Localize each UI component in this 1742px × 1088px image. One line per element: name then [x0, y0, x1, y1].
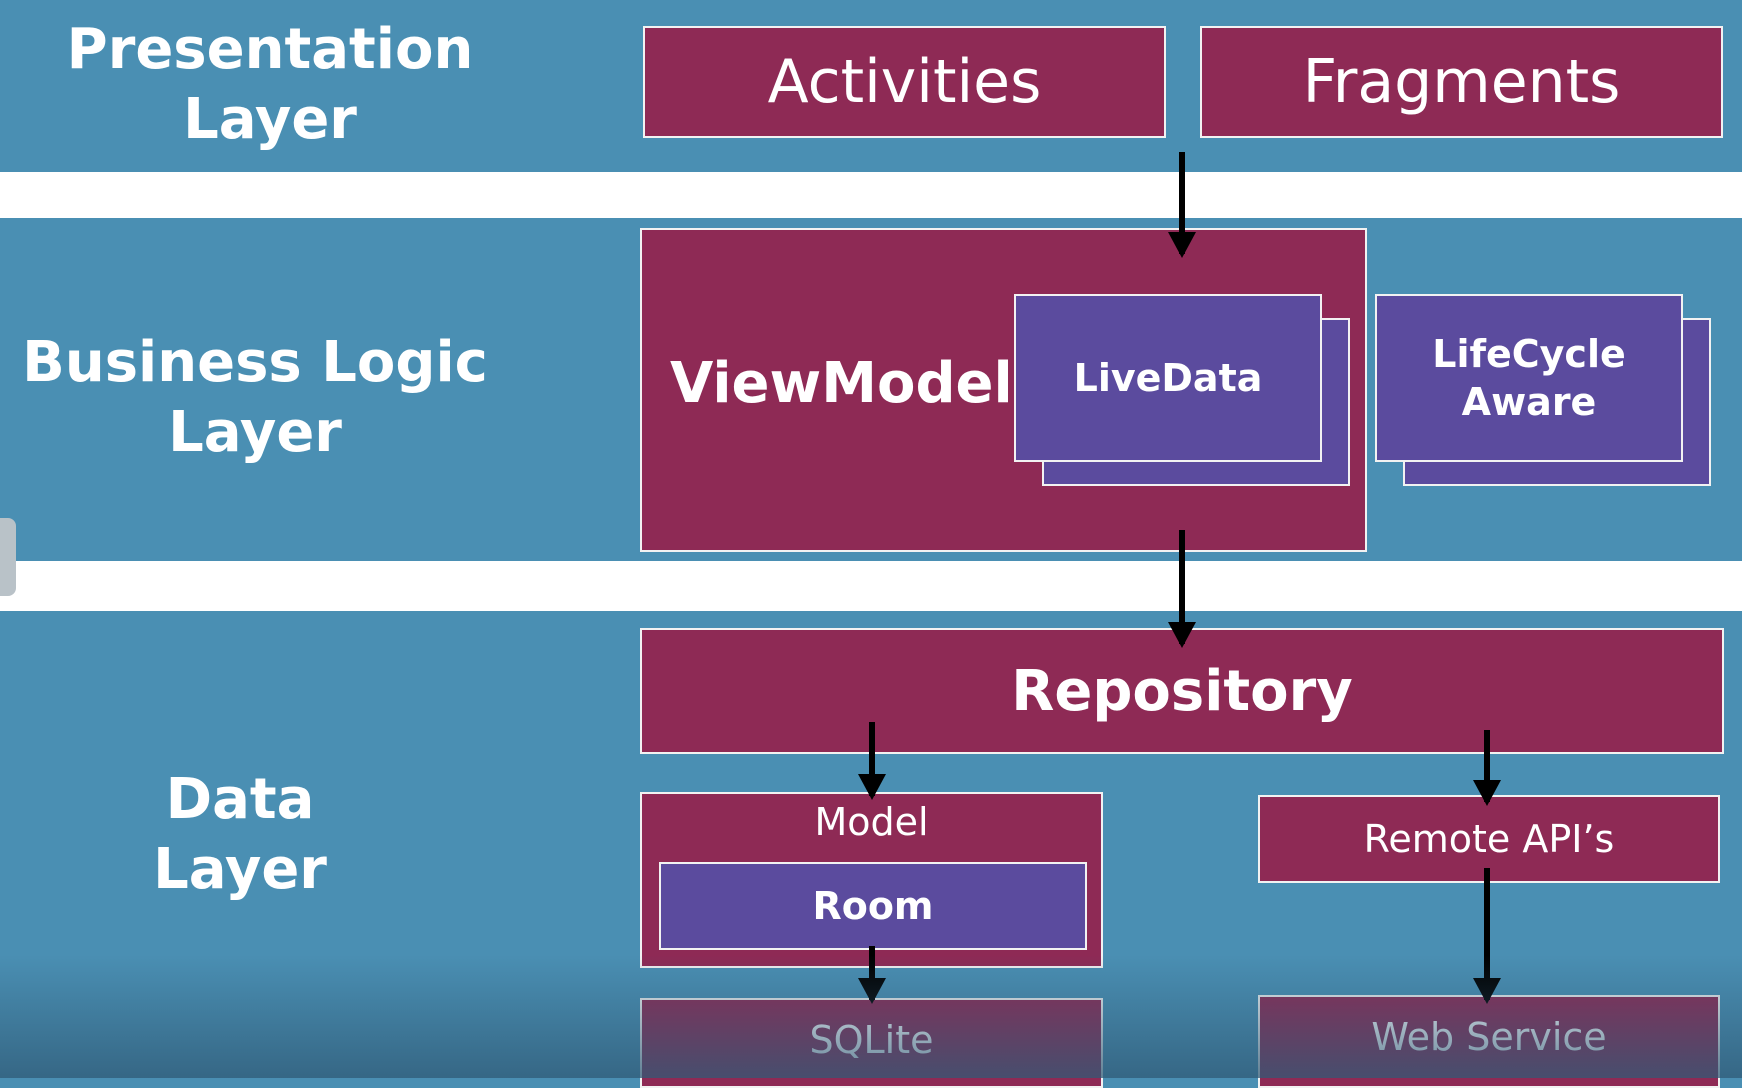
sqlite-box: SQLite [640, 998, 1103, 1088]
repository-box: Repository [640, 628, 1724, 754]
viewmodel-label: ViewModel [670, 350, 1013, 416]
arrow-room-to-sqlite [858, 946, 886, 1004]
business-layer-label: Business Logic Layer [22, 330, 488, 465]
data-layer-label: Data Layer [153, 767, 327, 902]
lifecycle-aware-label: LifeCycle Aware [1432, 332, 1626, 424]
lifecycle-aware-box: LifeCycle Aware [1375, 294, 1683, 462]
fragments-box: Fragments [1200, 26, 1723, 138]
arrow-viewmodel-to-repository [1168, 530, 1196, 648]
separator-bottom [0, 561, 1742, 611]
remote-apis-box: Remote API’s [1258, 795, 1720, 883]
livedata-box: LiveData [1014, 294, 1322, 462]
model-label: Model [814, 800, 929, 844]
activities-label: Activities [767, 47, 1042, 117]
web-service-box: Web Service [1258, 995, 1720, 1088]
separator-top [0, 172, 1742, 218]
arrow-remote-apis-to-web-service [1473, 868, 1501, 1004]
side-scroll-handle[interactable] [0, 518, 16, 596]
arrow-fragments-to-livedata [1168, 152, 1196, 258]
room-label: Room [812, 884, 934, 928]
presentation-layer-label: Presentation Layer [66, 17, 474, 152]
arrow-repository-to-model [858, 722, 886, 800]
livedata-label: LiveData [1073, 356, 1263, 400]
remote-apis-label: Remote API’s [1363, 817, 1615, 861]
fragments-label: Fragments [1302, 47, 1621, 117]
sqlite-label: SQLite [809, 1018, 934, 1062]
web-service-label: Web Service [1371, 1015, 1607, 1059]
arrow-repository-to-remote-apis [1473, 730, 1501, 806]
repository-label: Repository [1011, 658, 1353, 724]
activities-box: Activities [643, 26, 1166, 138]
room-box: Room [659, 862, 1087, 950]
